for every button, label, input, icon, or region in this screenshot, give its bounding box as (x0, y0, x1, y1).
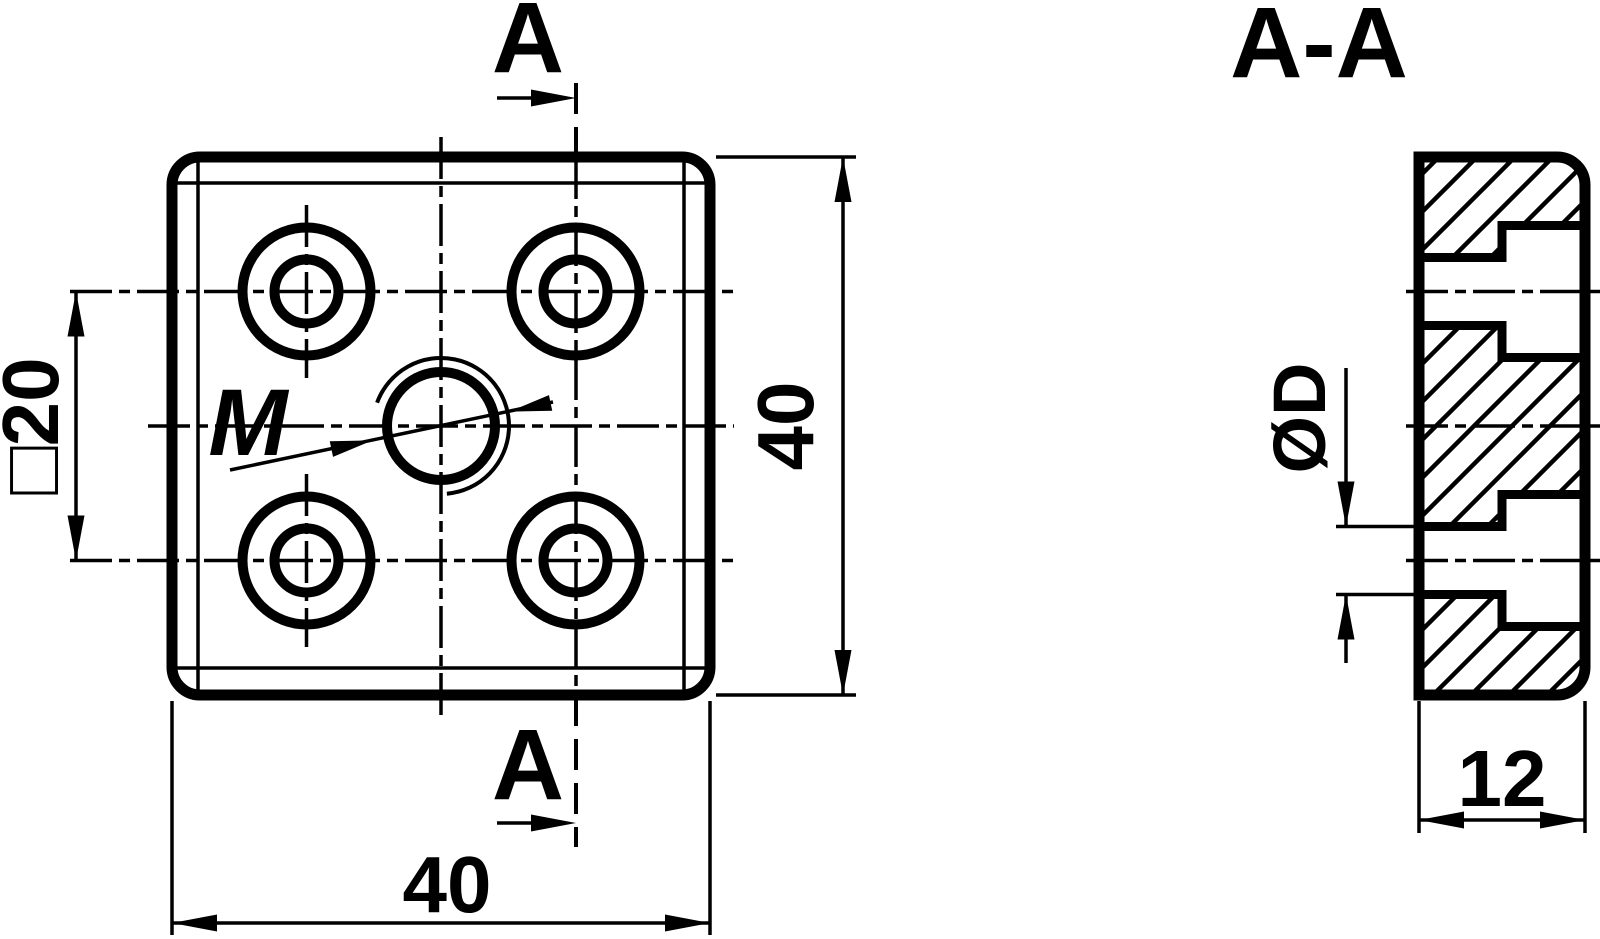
section-material-bottom (1414, 590, 1590, 700)
leader-arrowhead (329, 440, 373, 457)
dimension-width: 40 (170, 701, 712, 935)
section-label-top: A (492, 0, 564, 94)
counterbore-circle (237, 222, 376, 361)
section-arrowhead (531, 814, 576, 832)
dimension-text-height: 40 (741, 382, 830, 471)
dimension-arrowhead (1337, 481, 1355, 527)
section-label-bottom: A (492, 709, 564, 821)
dimension-arrowhead (665, 914, 710, 932)
dimension-arrowhead (834, 650, 852, 695)
dimension-arrowhead (834, 157, 852, 202)
leader-arrowhead (509, 395, 553, 412)
through-hole-circle (538, 254, 613, 329)
dimension-arrowhead (1419, 811, 1464, 829)
dimension-text-hole-diameter: ØD (1258, 363, 1341, 474)
front-view: M A A □20 40 (0, 0, 856, 935)
counterbore-circle (506, 491, 645, 630)
dimension-text-hole-spacing: □20 (0, 357, 75, 494)
section-material-top (1414, 152, 1590, 262)
leader-line (229, 400, 554, 472)
dimension-thickness: 12 (1417, 701, 1587, 833)
dimension-arrowhead (172, 914, 217, 932)
thread-label: M (208, 370, 289, 476)
counterbore-hole-top-right (506, 222, 645, 361)
through-hole-circle (269, 254, 344, 329)
section-cut-bottom: A (492, 695, 578, 847)
counterbore-circle (237, 491, 376, 630)
through-hole-circle (269, 523, 344, 598)
dimension-hole-diameter: ØD (1258, 363, 1424, 663)
section-view-title: A-A (1230, 0, 1408, 99)
counterbore-hole-top-left (237, 222, 376, 361)
counterbore-circle (506, 222, 645, 361)
dimension-arrowhead (1337, 594, 1355, 640)
counterbore-hole-bottom-right (506, 491, 645, 630)
section-arrowhead (531, 89, 576, 107)
center-thread-hole (375, 355, 511, 496)
section-view: A-A ØD 12 (1230, 0, 1600, 833)
dimension-arrowhead (1540, 811, 1585, 829)
counterbore-hole-bottom-left (237, 491, 376, 630)
dimension-text-width: 40 (403, 840, 492, 929)
thread-callout: M (208, 370, 554, 476)
dimension-hole-spacing: □20 (0, 291, 85, 561)
thread-major-arc (375, 355, 511, 496)
dimension-height: 40 (716, 155, 856, 697)
through-hole-circle (538, 523, 613, 598)
dimension-arrowhead (67, 291, 85, 337)
dimension-arrowhead (67, 515, 85, 561)
dimension-text-thickness: 12 (1458, 734, 1547, 823)
thread-minor-circle (382, 367, 500, 485)
section-cut-top: A (492, 0, 578, 157)
